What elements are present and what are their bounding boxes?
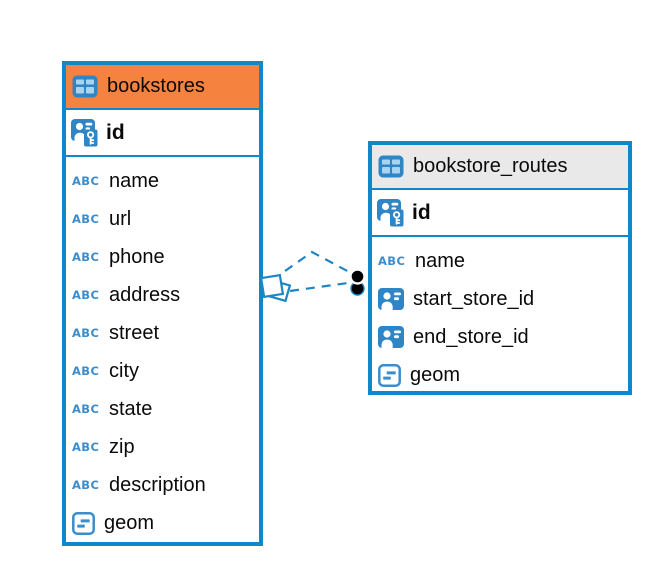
text-column-icon: ABC — [72, 326, 100, 340]
table-row[interactable]: ABC — [66, 466, 259, 504]
table-title: bookstores — [107, 75, 205, 97]
table-icon — [72, 75, 98, 98]
table-row[interactable]: ABC — [66, 162, 259, 200]
table-row[interactable]: ABC — [66, 504, 259, 542]
primary-key-row[interactable]: id — [372, 190, 628, 237]
column-name: geom — [410, 363, 461, 386]
table-bookstore-routes-header[interactable]: bookstore_routes — [372, 145, 628, 190]
relation-target-marker[interactable] — [349, 268, 366, 296]
column-name: street — [109, 321, 160, 344]
column-name: start_store_id — [413, 287, 535, 310]
column-name: url — [109, 207, 132, 230]
primary-key-icon — [377, 198, 404, 227]
table-row[interactable]: ABC — [66, 200, 259, 238]
text-column-icon: ABC — [72, 250, 100, 264]
column-name: address — [109, 283, 181, 306]
geometry-column-icon — [378, 363, 401, 387]
column-name: zip — [109, 435, 135, 458]
table-row[interactable]: ABC — [66, 428, 259, 466]
table-row[interactable]: ABC — [66, 238, 259, 276]
geometry-column-icon — [72, 511, 95, 535]
table-row[interactable]: ABC — [66, 390, 259, 428]
reference-column-icon — [378, 288, 404, 310]
table-bookstores-header[interactable]: bookstores — [66, 65, 259, 110]
table-row[interactable]: ABC — [66, 314, 259, 352]
table-row[interactable]: ABC — [372, 242, 628, 280]
column-name: state — [109, 397, 153, 420]
text-column-icon: ABC — [378, 254, 406, 268]
text-column-icon: ABC — [72, 174, 100, 188]
table-row[interactable]: ABC — [372, 318, 628, 356]
column-name: name — [415, 249, 466, 272]
reference-column-icon — [378, 326, 404, 348]
table-bookstores[interactable]: bookstores id ABC — [62, 61, 263, 546]
relation-source-marker[interactable] — [259, 273, 292, 303]
column-name: phone — [109, 245, 165, 268]
relation-endpoint-dot — [350, 281, 365, 296]
text-column-icon: ABC — [72, 440, 100, 454]
primary-key-row[interactable]: id — [66, 110, 259, 157]
column-list: ABC — [66, 157, 259, 542]
text-column-icon: ABC — [72, 364, 100, 378]
column-name: name — [109, 169, 160, 192]
column-list: ABC — [372, 237, 628, 394]
table-row[interactable]: ABC — [372, 280, 628, 318]
primary-key-icon — [71, 118, 98, 147]
table-row[interactable]: ABC — [372, 356, 628, 394]
relation-endpoint-dot — [349, 268, 366, 285]
table-bookstore-routes[interactable]: bookstore_routes id ABC — [368, 141, 632, 395]
column-name: end_store_id — [413, 325, 529, 348]
text-column-icon: ABC — [72, 478, 100, 492]
table-title: bookstore_routes — [413, 155, 568, 177]
column-name: id — [106, 120, 125, 144]
column-name: description — [109, 473, 206, 496]
fk-relation-line-2[interactable] — [289, 281, 349, 293]
column-name: city — [109, 359, 139, 382]
text-column-icon: ABC — [72, 288, 100, 302]
table-icon — [378, 155, 404, 178]
text-column-icon: ABC — [72, 212, 100, 226]
table-row[interactable]: ABC — [66, 276, 259, 314]
table-row[interactable]: ABC — [66, 352, 259, 390]
text-column-icon: ABC — [72, 402, 100, 416]
column-name: geom — [104, 511, 155, 534]
column-name: id — [412, 200, 431, 224]
fk-relation-line-1[interactable] — [284, 250, 352, 274]
